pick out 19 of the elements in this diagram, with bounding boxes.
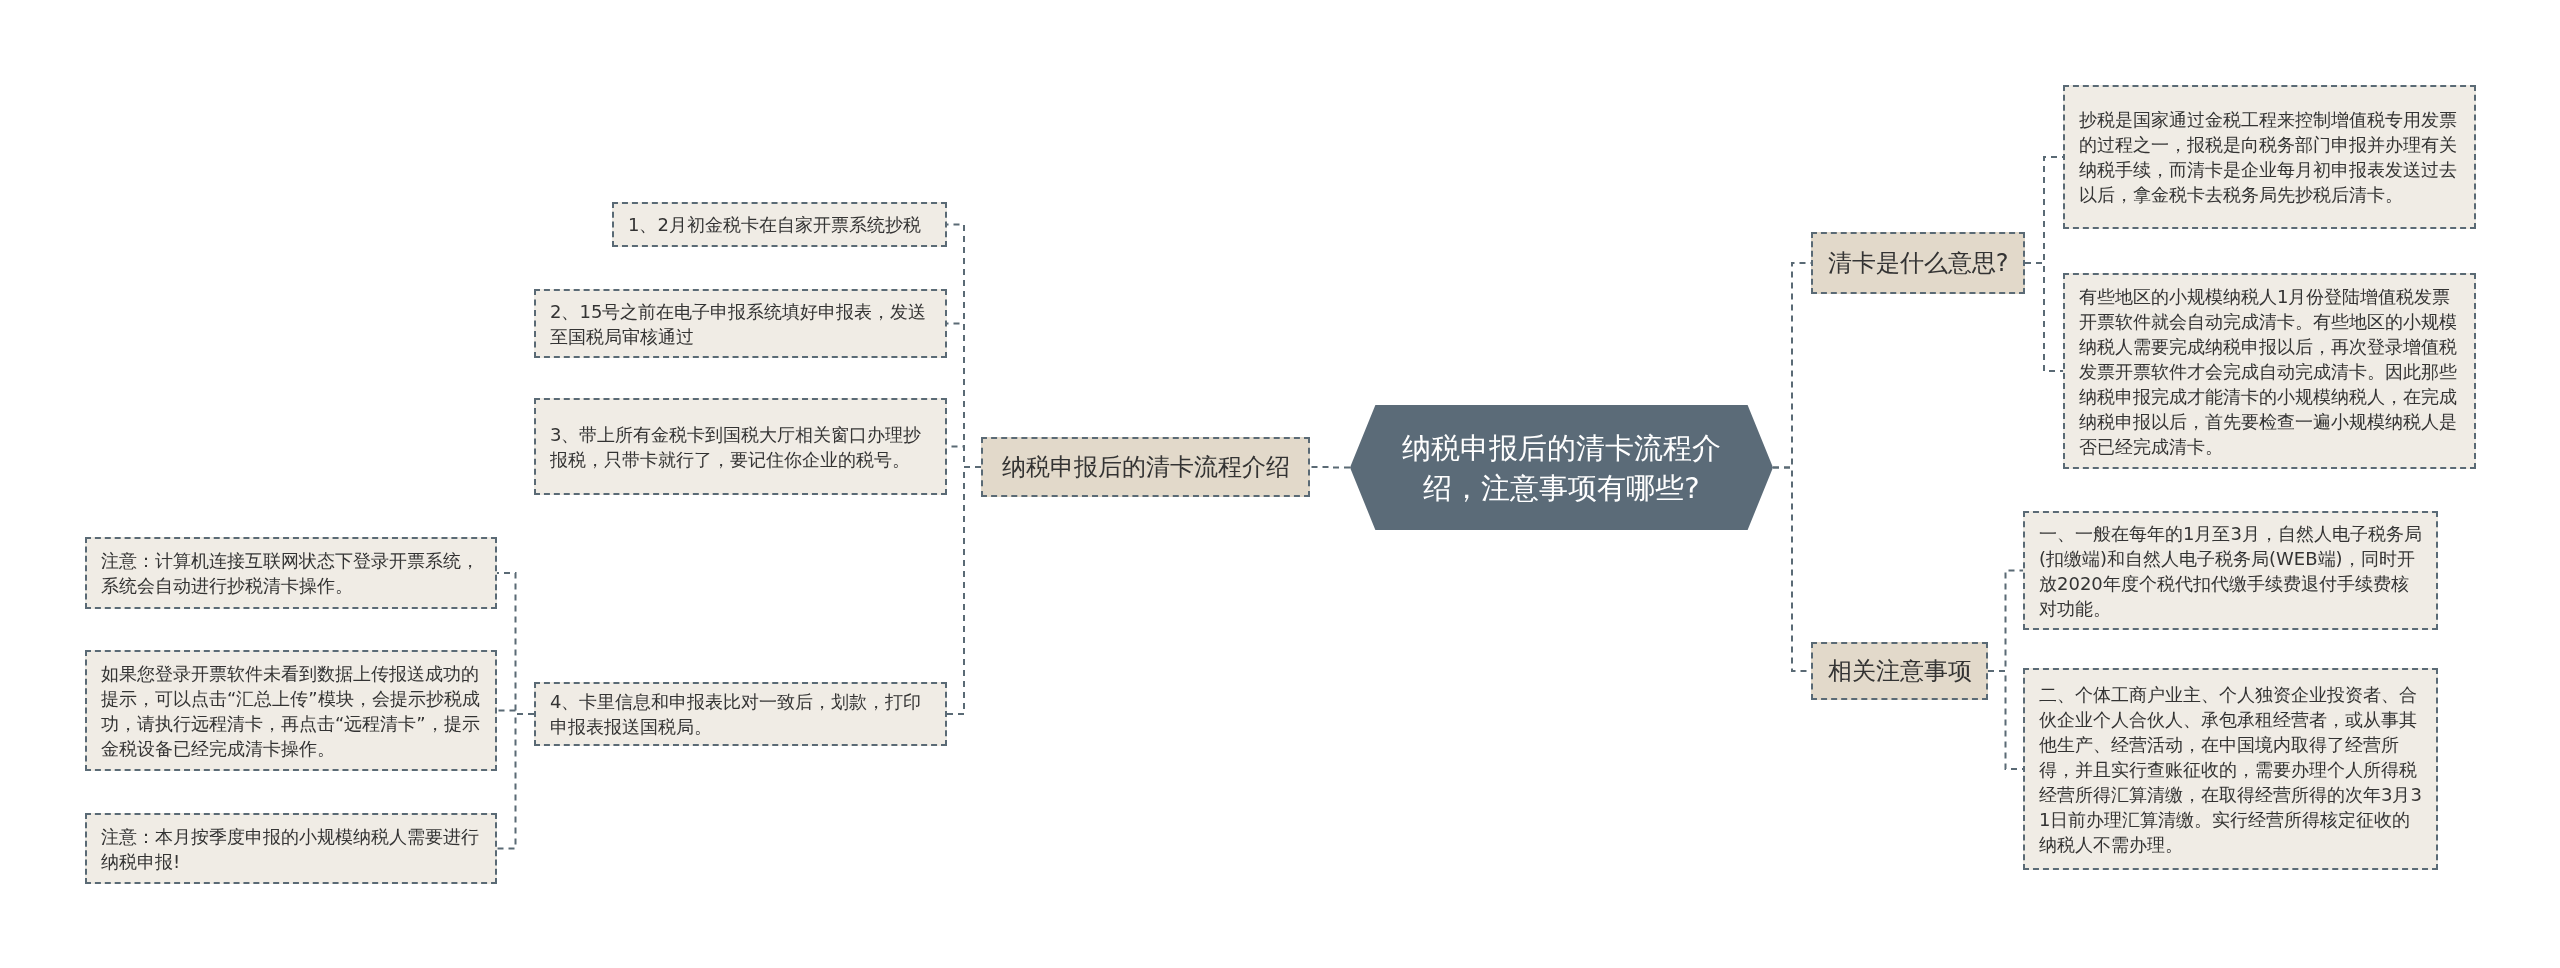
- note-box: 注意：计算机连接互联网状态下登录开票系统，系统会自动进行抄税清卡操作。: [85, 537, 497, 609]
- connector-line: [496, 713, 535, 850]
- note-box: 一、一般在每年的1月至3月，自然人电子税务局(扣缴端)和自然人电子税务局(WEB端)，同时开放2020年度个税代扣代缴手续费退付手续费核对功能。: [2023, 511, 2438, 630]
- note-box: 注意：本月按季度申报的小规模纳税人需要进行纳税申报!: [85, 813, 497, 884]
- connector-line: [946, 466, 982, 715]
- connector-line: [1309, 466, 1351, 469]
- branch-box: 纳税申报后的清卡流程介绍: [981, 437, 1310, 497]
- note-box: 有些地区的小规模纳税人1月份登陆增值税发票开票软件就会自动完成清卡。有些地区的小规模纳税人需要完成纳税申报以后，再次登录增值税发票开票软件才会完成自动完成清卡。因此那些纳税申报完成才能清卡的小规模纳税人，在完成纳税申报以后，首先要检查一遍小规模纳税人是否已经完成清卡。: [2063, 273, 2476, 469]
- note-box: 2、15号之前在电子申报系统填好申报表，发送至国税局审核通过: [534, 289, 947, 358]
- note-box: 二、个体工商户业主、个人独资企业投资者、合伙企业个人合伙人、承包承租经营者，或从事其他生产、经营活动，在中国境内取得了经营所得，并且实行查账征收的，需要办理个人所得税经营所得汇算清缴，在取得经营所得的次年3月31日前办理汇算清缴。实行经营所得核定征收的纳税人不需办理。: [2023, 668, 2438, 870]
- connector-line: [2024, 262, 2064, 372]
- note-box: 1、2月初金税卡在自家开票系统抄税: [612, 202, 947, 247]
- note-box: 抄税是国家通过金税工程来控制增值税专用发票的过程之一，报税是向税务部门申报并办理有关纳税手续，而清卡是企业每月初申报表发送过去以后，拿金税卡去税务局先抄税后清卡。: [2063, 85, 2476, 229]
- branch-box: 清卡是什么意思?: [1811, 232, 2025, 294]
- topic-title: 纳税申报后的清卡流程介绍，注意事项有哪些?: [1401, 429, 1722, 507]
- note-box: 如果您登录开票软件未看到数据上传报送成功的提示，可以点击“汇总上传”模块，会提示抄税成功，请执行远程清卡，再点击“远程清卡”，提示金税设备已经完成清卡操作。: [85, 650, 497, 771]
- branch-box: 相关注意事项: [1811, 642, 1988, 700]
- note-box: 4、卡里信息和申报表比对一致后，划款，打印申报表报送国税局。: [534, 682, 947, 746]
- note-box: 3、带上所有金税卡到国税大厅相关窗口办理抄报税，只带卡就行了，要记住你企业的税号。: [534, 398, 947, 495]
